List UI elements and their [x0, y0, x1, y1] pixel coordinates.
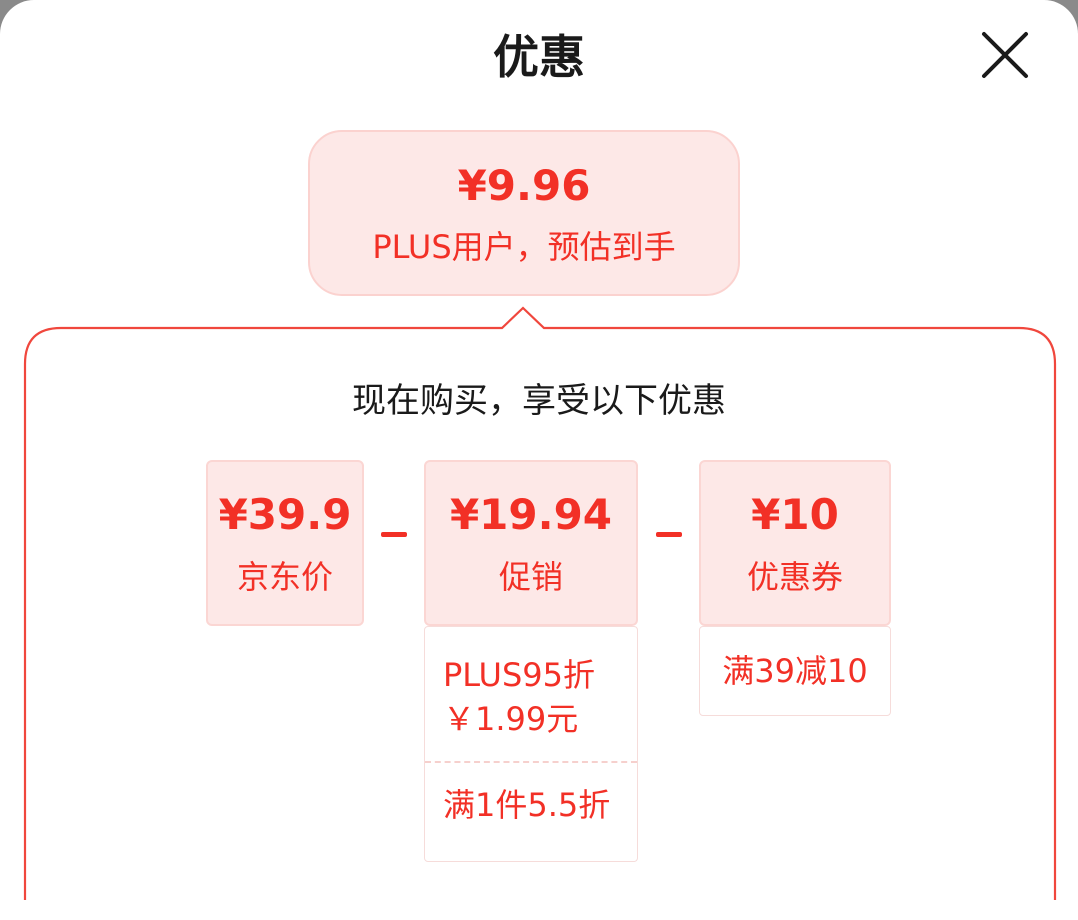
coupon-card: ¥10 优惠券 [699, 460, 891, 626]
minus-icon [381, 532, 407, 537]
plus-discount-text: PLUS95折 [443, 656, 595, 694]
promotion-amount: ¥19.94 [449, 490, 613, 539]
promotion-label: 促销 [498, 558, 563, 596]
promotion-details: PLUS95折 ￥1.99元 满1件5.5折 [424, 626, 638, 862]
coupon-threshold-text: 满39减10 [722, 652, 868, 690]
bulk-discount-text: 满1件5.5折 [443, 786, 611, 824]
close-icon[interactable] [978, 28, 1032, 82]
estimated-price-box: ¥9.96 PLUS用户，预估到手 [308, 130, 740, 296]
promotion-card: ¥19.94 促销 [424, 460, 638, 626]
divider [425, 761, 637, 763]
estimated-price: ¥9.96 [457, 161, 591, 210]
estimated-price-note: PLUS用户，预估到手 [372, 228, 676, 266]
jd-price-card: ¥39.9 京东价 [206, 460, 364, 626]
plus-discount-amount: ￥1.99元 [443, 700, 579, 738]
coupon-amount: ¥10 [751, 490, 839, 539]
minus-icon [656, 532, 682, 537]
coupon-details: 满39减10 [699, 626, 891, 716]
coupon-label: 优惠券 [746, 558, 843, 596]
page-title: 优惠 [493, 30, 585, 84]
discount-heading: 现在购买，享受以下优惠 [352, 381, 726, 421]
jd-price-label: 京东价 [236, 558, 333, 596]
jd-price-amount: ¥39.9 [218, 490, 352, 539]
